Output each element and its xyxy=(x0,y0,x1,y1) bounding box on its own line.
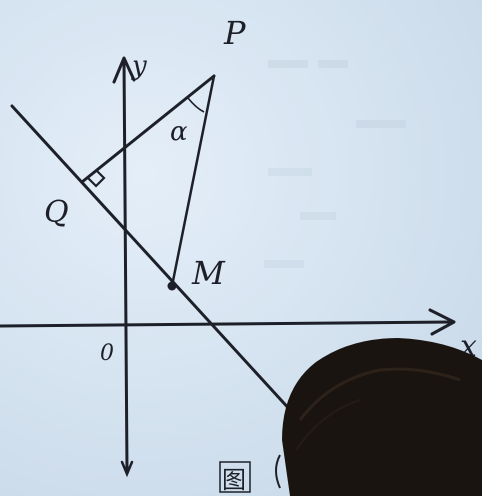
point-m-dot xyxy=(167,281,177,291)
right-angle-marker xyxy=(87,169,106,188)
y-axis-label: y xyxy=(131,51,147,81)
x-axis-arrowhead xyxy=(428,308,456,336)
figure-marker-label: 图 xyxy=(222,466,246,494)
x-axis xyxy=(0,308,456,336)
background-ghost-text xyxy=(264,60,406,268)
y-axis xyxy=(112,56,136,478)
point-m-label: M xyxy=(191,254,226,292)
angle-arc xyxy=(187,97,205,113)
segment-pm xyxy=(170,74,216,288)
point-q-label: Q xyxy=(44,195,69,230)
y-axis-bottom-arrowhead xyxy=(120,460,134,478)
origin-label: 0 xyxy=(100,341,114,366)
segment-qp xyxy=(80,74,216,184)
point-p-label: P xyxy=(223,14,246,52)
y-axis-arrowhead xyxy=(112,56,136,84)
figure-marker-box xyxy=(219,461,251,493)
line-l xyxy=(10,104,294,414)
angle-alpha-label: α xyxy=(170,117,188,147)
head-silhouette xyxy=(275,338,482,496)
